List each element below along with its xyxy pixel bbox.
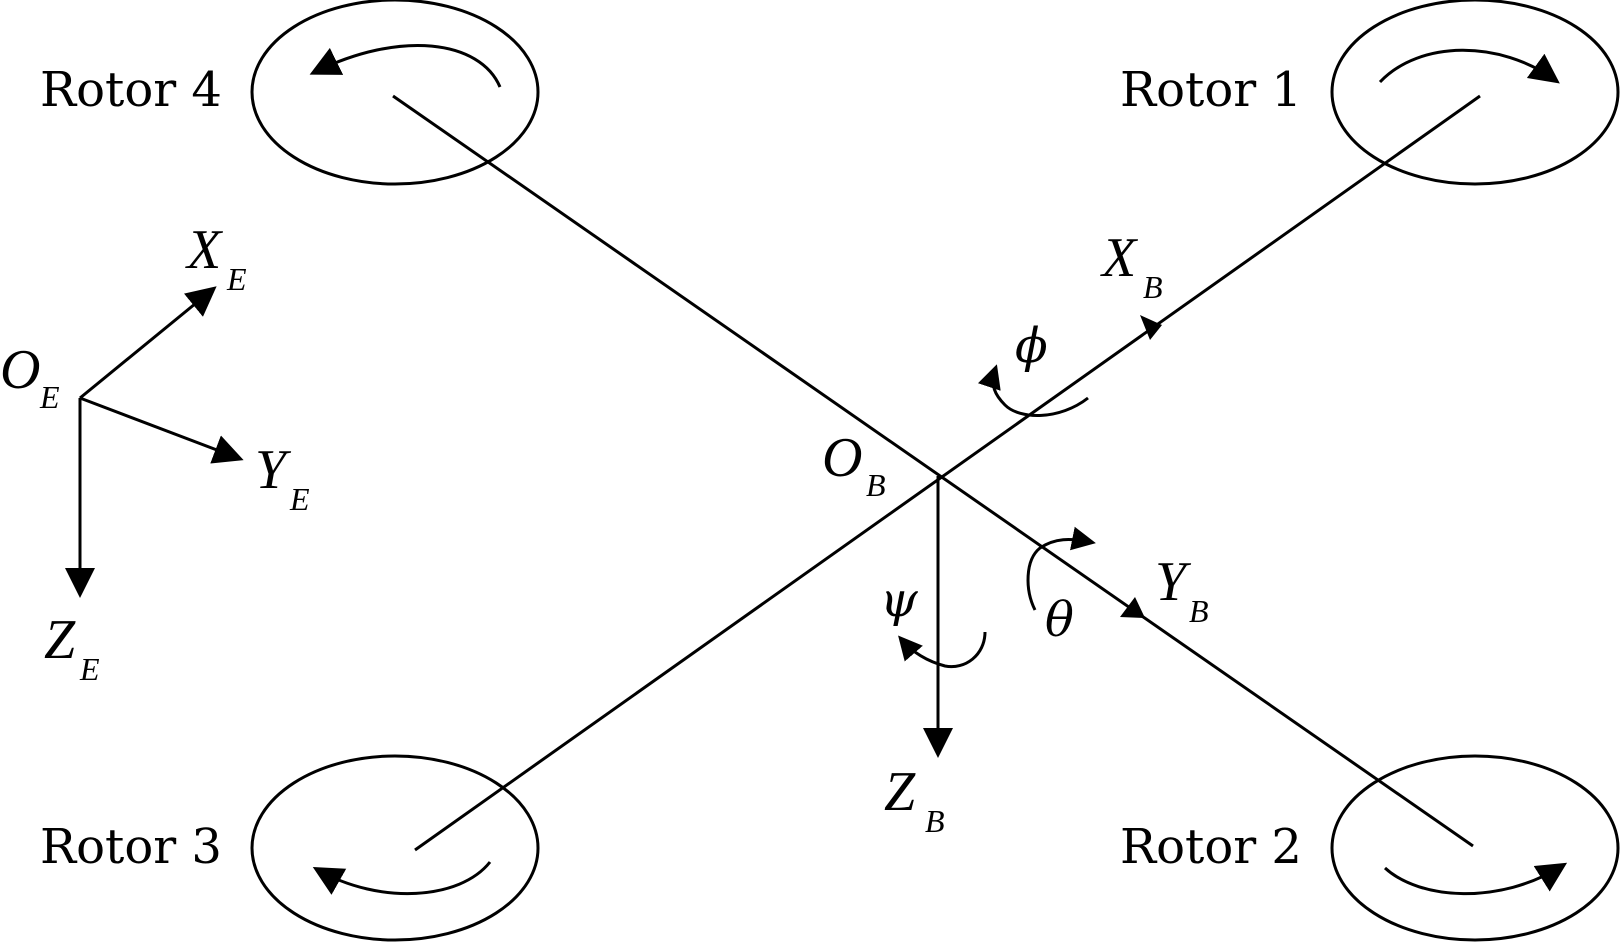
earth-x-label: X (185, 219, 224, 281)
earth-y-axis (79, 396, 244, 464)
body-x-axis-arrowhead (1140, 315, 1162, 340)
rotor1-label: Rotor 1 (1120, 62, 1302, 118)
pitch-angle-label: θ (1045, 592, 1074, 648)
earth-z-sub: E (79, 651, 100, 687)
body-y-sub: B (1189, 593, 1209, 629)
rotor3-label: Rotor 3 (40, 819, 222, 875)
roll-arc-arrow (977, 364, 1089, 417)
earth-y-label: Y (255, 439, 292, 501)
earth-frame (65, 286, 244, 598)
arm-rotor4-rotor2 (392, 94, 1474, 848)
earth-x-sub: E (226, 261, 247, 297)
earth-origin-label: O (0, 339, 40, 401)
rotor-3 (250, 754, 540, 942)
rotor1-rotation-arrow (1378, 48, 1560, 84)
body-z-label: Z (884, 761, 916, 823)
rotor-2 (1330, 754, 1620, 942)
body-y-axis-arrowhead (1120, 597, 1145, 618)
rotor4-label: Rotor 4 (40, 62, 222, 118)
rotor3-rotation-arrow (312, 861, 492, 896)
pitch-arc-arrow (1026, 526, 1096, 611)
arm-rotor3-rotor1 (414, 94, 1481, 852)
body-y-label: Y (1155, 551, 1192, 613)
rotor4-rotation-arrow (309, 43, 502, 88)
body-origin-sub: B (866, 467, 886, 503)
earth-z-label: Z (44, 609, 76, 671)
earth-origin-sub: E (39, 379, 60, 415)
yaw-angle-label: ψ (880, 572, 919, 628)
body-frame (923, 315, 1162, 758)
earth-y-sub: E (289, 481, 310, 517)
rotor2-rotation-arrow (1383, 862, 1568, 896)
body-x-label: X (1100, 227, 1139, 289)
body-origin-label: O (822, 427, 862, 489)
roll-angle-label: ϕ (1015, 318, 1048, 374)
rotor-1 (1330, 0, 1620, 186)
rotor-4 (250, 0, 540, 186)
rotor2-label: Rotor 2 (1120, 819, 1302, 875)
body-x-sub: B (1143, 269, 1163, 305)
yaw-arc-arrow (898, 631, 987, 669)
earth-x-axis (79, 286, 217, 400)
body-z-sub: B (925, 803, 945, 839)
